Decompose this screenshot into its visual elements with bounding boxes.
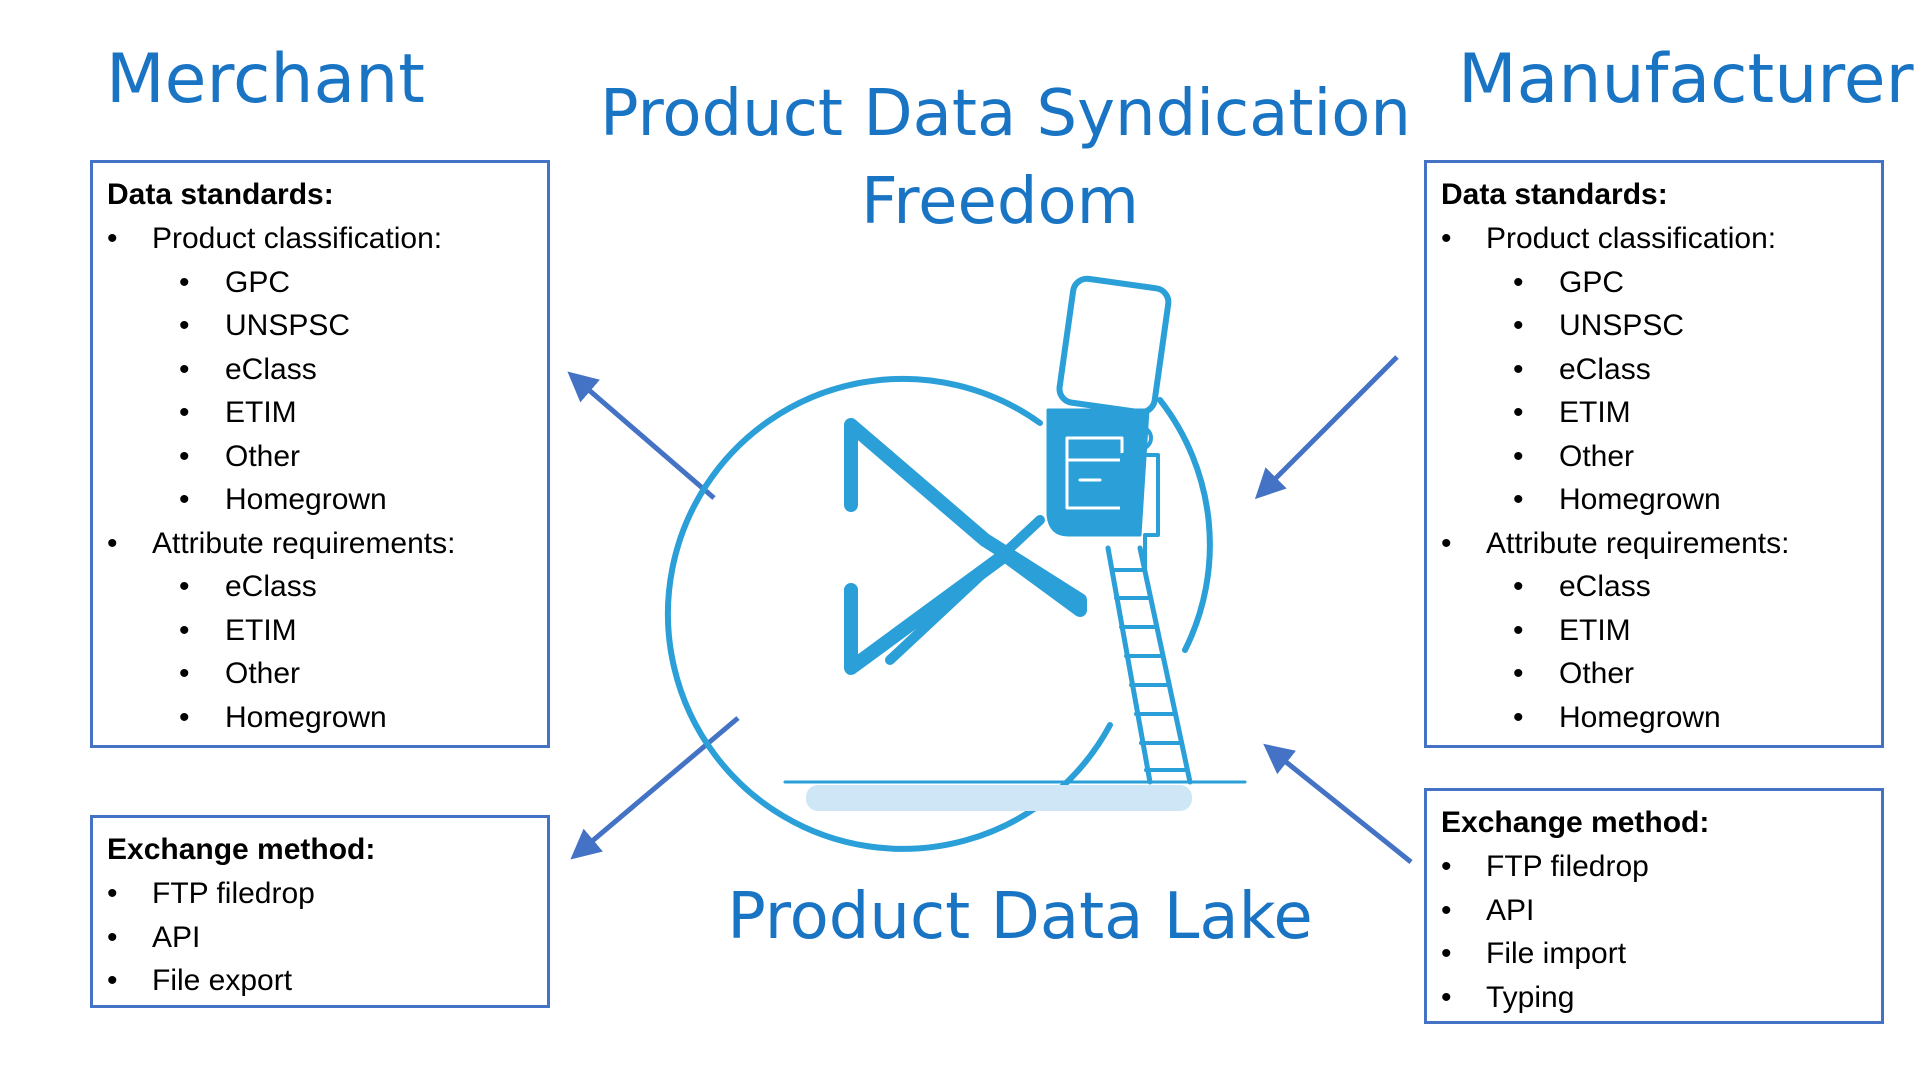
merchant-attribute-item: eClass (107, 565, 547, 609)
merchant-exchange-item: File export (107, 959, 547, 1003)
arrow-to-merchant-standards (567, 371, 716, 500)
manufacturer-classification-item: GPC (1441, 261, 1881, 305)
logo-sign-screen (1065, 436, 1124, 510)
manufacturer-classification-label: Product classification: (1441, 217, 1881, 261)
manufacturer-exchange-item: FTP filedrop (1441, 845, 1881, 889)
merchant-attribute-item: Homegrown (107, 696, 547, 740)
merchant-classification-item: Other (107, 435, 547, 479)
merchant-standards-heading: Data standards: (107, 178, 334, 211)
merchant-title: Merchant (106, 40, 425, 119)
logo-ladder-rail-right (1137, 545, 1193, 785)
manufacturer-exchange-method-box: Exchange method: FTP filedrop API File i… (1424, 788, 1884, 1024)
manufacturer-classification-item: UNSPSC (1441, 304, 1881, 348)
manufacturer-data-standards-box: Data standards: Product classification: … (1424, 160, 1884, 748)
merchant-classification-item: UNSPSC (107, 304, 547, 348)
logo-lake (806, 785, 1192, 811)
logo-ladder-rungs (1110, 568, 1188, 772)
logo-cross-diagonal (885, 515, 1045, 665)
merchant-exchange-method-box: Exchange method: FTP filedrop API File e… (90, 815, 550, 1008)
manufacturer-classification-item: Other (1441, 435, 1881, 479)
manufacturer-exchange-item: API (1441, 889, 1881, 933)
logo-circle-right-arc (1157, 397, 1213, 653)
merchant-classification-item: ETIM (107, 391, 547, 435)
center-title-line2: Freedom (861, 165, 1139, 239)
merchant-exchange-item: API (107, 916, 547, 960)
logo-sign-board (1056, 275, 1172, 416)
product-data-lake-logo-icon (664, 275, 1247, 852)
merchant-classification-item: GPC (107, 261, 547, 305)
manufacturer-attribute-item: eClass (1441, 565, 1881, 609)
manufacturer-title: Manufacturer (1458, 40, 1914, 119)
logo-person-body (1120, 453, 1160, 572)
merchant-attribute-item: Other (107, 652, 547, 696)
logo-cross-shape (844, 418, 1087, 675)
product-data-lake-title: Product Data Lake (727, 880, 1313, 954)
manufacturer-attribute-label: Attribute requirements: (1441, 522, 1881, 566)
merchant-classification-item: Homegrown (107, 478, 547, 522)
manufacturer-exchange-item: Typing (1441, 976, 1881, 1020)
arrow-from-manufacturer-exchange (1263, 743, 1413, 864)
manufacturer-attribute-item: Homegrown (1441, 696, 1881, 740)
arrow-to-merchant-exchange (570, 716, 740, 860)
logo-circle (664, 375, 1113, 852)
manufacturer-classification-item: ETIM (1441, 391, 1881, 435)
manufacturer-exchange-heading: Exchange method: (1441, 806, 1710, 839)
manufacturer-attribute-item: ETIM (1441, 609, 1881, 653)
merchant-exchange-item: FTP filedrop (107, 872, 547, 916)
logo-ladder-rail-left (1105, 545, 1153, 785)
manufacturer-attribute-item: Other (1441, 652, 1881, 696)
merchant-attribute-item: ETIM (107, 609, 547, 653)
arrow-from-manufacturer-standards (1254, 355, 1399, 500)
manufacturer-standards-heading: Data standards: (1441, 178, 1668, 211)
manufacturer-exchange-item: File import (1441, 932, 1881, 976)
merchant-classification-item: eClass (107, 348, 547, 392)
logo-person-head (1127, 425, 1153, 451)
center-title: Product Data Syndication Freedom (600, 70, 1411, 246)
merchant-attribute-label: Attribute requirements: (107, 522, 547, 566)
merchant-classification-label: Product classification: (107, 217, 547, 261)
center-title-line1: Product Data Syndication (600, 77, 1411, 151)
merchant-exchange-heading: Exchange method: (107, 833, 376, 866)
manufacturer-classification-item: eClass (1441, 348, 1881, 392)
manufacturer-classification-item: Homegrown (1441, 478, 1881, 522)
merchant-data-standards-box: Data standards: Product classification: … (90, 160, 550, 748)
